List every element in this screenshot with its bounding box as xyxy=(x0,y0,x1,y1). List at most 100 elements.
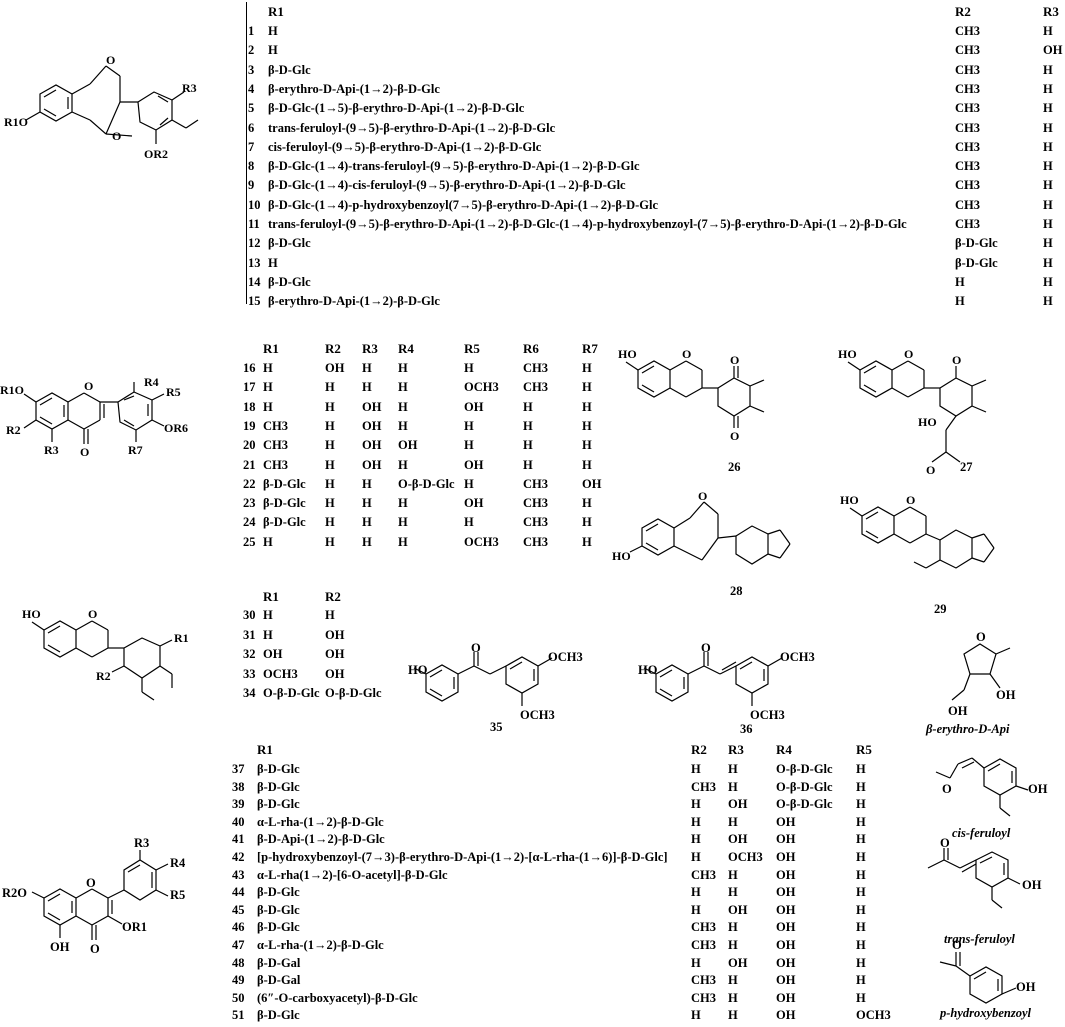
compound-number: 9 xyxy=(248,178,255,193)
cell-r7: H xyxy=(582,418,592,433)
cell-r2: CH3 xyxy=(955,197,980,212)
atom-och3-label: OCH3 xyxy=(548,650,583,664)
cell-r1: β-D-Glc-(1→4)-p-hydroxybenzoyl(7→5)-β-er… xyxy=(268,197,659,212)
cell-r5: H xyxy=(856,762,866,776)
compound-number: 15 xyxy=(248,294,261,309)
cell-r3: OH xyxy=(728,955,748,970)
compound-28-structure: O HO xyxy=(612,489,791,565)
cell-r7: H xyxy=(582,496,592,511)
compound-number: 46 xyxy=(232,920,245,935)
section2-header-r3: R3 xyxy=(362,341,378,356)
cell-r2: OH xyxy=(325,627,345,642)
cell-r3: OH xyxy=(362,457,382,472)
cell-r5: H xyxy=(464,476,474,491)
cell-r2: CH3 xyxy=(691,920,716,935)
atom-o-label: O xyxy=(698,489,707,503)
cell-r3: H xyxy=(728,938,738,952)
cell-r7: H xyxy=(582,361,592,375)
cell-r2: H xyxy=(325,534,335,549)
cell-r3: OH xyxy=(362,418,382,433)
cell-r1: H xyxy=(263,608,273,622)
atom-o-label: O xyxy=(906,493,915,507)
cell-r3: H xyxy=(1043,101,1053,116)
cell-r4: O-β-D-Glc xyxy=(776,779,833,794)
cell-r2: CH3 xyxy=(691,779,716,794)
cell-r3: H xyxy=(728,885,738,900)
cell-r3: H xyxy=(1043,255,1053,270)
cell-r1: β-D-Glc xyxy=(257,779,300,794)
atom-o-label: O xyxy=(926,463,935,477)
compound-36-label: 36 xyxy=(740,722,753,736)
cell-r3: H xyxy=(1043,274,1053,289)
section4-header-r3: R3 xyxy=(728,742,744,757)
cell-r6: CH3 xyxy=(523,361,548,375)
cell-r1: β-D-Glc-(1→4)-cis-feruloyl-(9→5)-β-eryth… xyxy=(268,178,626,193)
section4-header-r1: R1 xyxy=(257,742,273,757)
cell-r4: OH xyxy=(398,438,418,453)
cell-r1: trans-feruloyl-(9→5)-β-erythro-D-Api-(1→… xyxy=(268,120,556,135)
cell-r2: H xyxy=(325,380,335,395)
cell-r4: OH xyxy=(776,1008,796,1023)
compound-26-label: 26 xyxy=(728,460,741,474)
compound-number: 3 xyxy=(248,62,255,77)
cell-r2: H xyxy=(955,294,965,309)
cell-r4: OH xyxy=(776,990,796,1005)
cell-r6: H xyxy=(523,418,533,433)
cell-r3: H xyxy=(1043,139,1053,154)
atom-r5-label: R5 xyxy=(166,385,181,399)
cell-r5: OCH3 xyxy=(464,534,499,549)
cell-r2: H xyxy=(325,438,335,453)
cell-r1: CH3 xyxy=(263,418,288,433)
trans-feruloyl-label: trans-feruloyl xyxy=(944,932,1015,946)
cell-r4: O-β-D-Glc xyxy=(398,476,455,491)
compound-number: 12 xyxy=(248,236,261,251)
cell-r3: H xyxy=(1043,217,1053,231)
atom-ho-label: HO xyxy=(408,663,428,677)
compound-number: 5 xyxy=(248,101,255,116)
cell-r1: (6″-O-carboxyacetyl)-β-D-Glc xyxy=(257,990,418,1005)
cell-r3: H xyxy=(362,476,372,491)
cell-r2: OH xyxy=(325,666,345,681)
cell-r5: H xyxy=(856,850,866,864)
section2-header-r5: R5 xyxy=(464,341,480,356)
cell-r2: CH3 xyxy=(691,867,716,882)
cell-r5: H xyxy=(856,885,866,900)
cell-r2: H xyxy=(955,274,965,289)
cell-r1: cis-feruloyl-(9→5)-β-erythro-D-Api-(1→2)… xyxy=(268,139,542,154)
cell-r3: OH xyxy=(1043,43,1063,58)
section2-header-r2: R2 xyxy=(325,341,341,356)
cell-r5: H xyxy=(856,938,866,952)
compound-number: 10 xyxy=(248,197,261,212)
cell-r2: OH xyxy=(325,647,345,661)
cell-r4: H xyxy=(398,534,408,549)
compound-number: 14 xyxy=(248,274,261,289)
atom-o-label: O xyxy=(904,347,913,361)
cell-r1: β-D-Glc xyxy=(263,515,306,530)
cell-r5: H xyxy=(856,814,866,829)
cell-r2: OH xyxy=(325,361,345,375)
cell-r4: OH xyxy=(776,867,796,882)
atom-ho-label: HO xyxy=(22,607,41,621)
cell-r1: β-D-Api-(1→2)-β-D-Glc xyxy=(257,832,385,847)
trans-feruloyl-structure xyxy=(927,848,1021,909)
cell-r2: H xyxy=(325,399,335,414)
atom-oh-label: OH xyxy=(50,940,70,954)
atom-r1o-label: R1O xyxy=(4,115,28,129)
atom-o-label: O xyxy=(471,641,481,655)
cell-r3: OCH3 xyxy=(728,850,763,864)
cell-r2: H xyxy=(691,850,701,864)
atom-o-label: O xyxy=(952,938,962,952)
compound-number: 23 xyxy=(243,496,256,511)
atom-or2-label: OR2 xyxy=(144,147,168,161)
cell-r4: OH xyxy=(776,920,796,935)
atom-r1o-label: R1O xyxy=(0,383,24,397)
atom-r2-label: R2 xyxy=(6,423,21,437)
cell-r5: H xyxy=(856,867,866,882)
cell-r4: H xyxy=(398,418,408,433)
cell-r4: OH xyxy=(776,885,796,900)
cell-r1: β-D-Glc xyxy=(263,476,306,491)
cell-r2: H xyxy=(325,418,335,433)
cell-r7: H xyxy=(582,534,592,549)
cell-r5: H xyxy=(856,797,866,812)
cell-r1: β-D-Gal xyxy=(257,955,301,970)
